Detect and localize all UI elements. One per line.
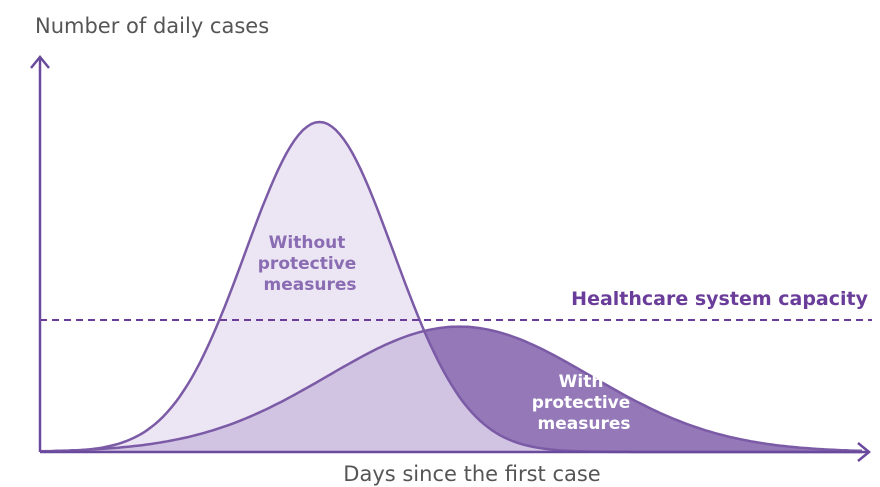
with-measures-label-line-3: measures xyxy=(538,414,631,434)
x-axis-arrow-icon xyxy=(857,442,871,462)
without-measures-label-line-1: Without xyxy=(269,233,346,253)
with-measures-label-line-2: protective xyxy=(532,393,631,413)
y-axis-arrow-icon xyxy=(30,55,50,69)
series-line-1 xyxy=(39,325,863,453)
without-measures-label: Without protective measures xyxy=(258,233,362,295)
y-axis-label: Number of daily cases xyxy=(35,14,269,38)
without-measures-label-line-2: protective xyxy=(258,254,357,274)
without-measures-label-line-3: measures xyxy=(264,275,357,295)
x-axis-label: Days since the first case xyxy=(343,462,600,486)
with-measures-label: With protective measures xyxy=(532,372,636,434)
capacity-label: Healthcare system capacity xyxy=(571,288,868,310)
with-measures-label-line-1: With xyxy=(559,372,604,392)
curve-areas xyxy=(40,122,862,452)
series-area-0 xyxy=(40,122,862,452)
